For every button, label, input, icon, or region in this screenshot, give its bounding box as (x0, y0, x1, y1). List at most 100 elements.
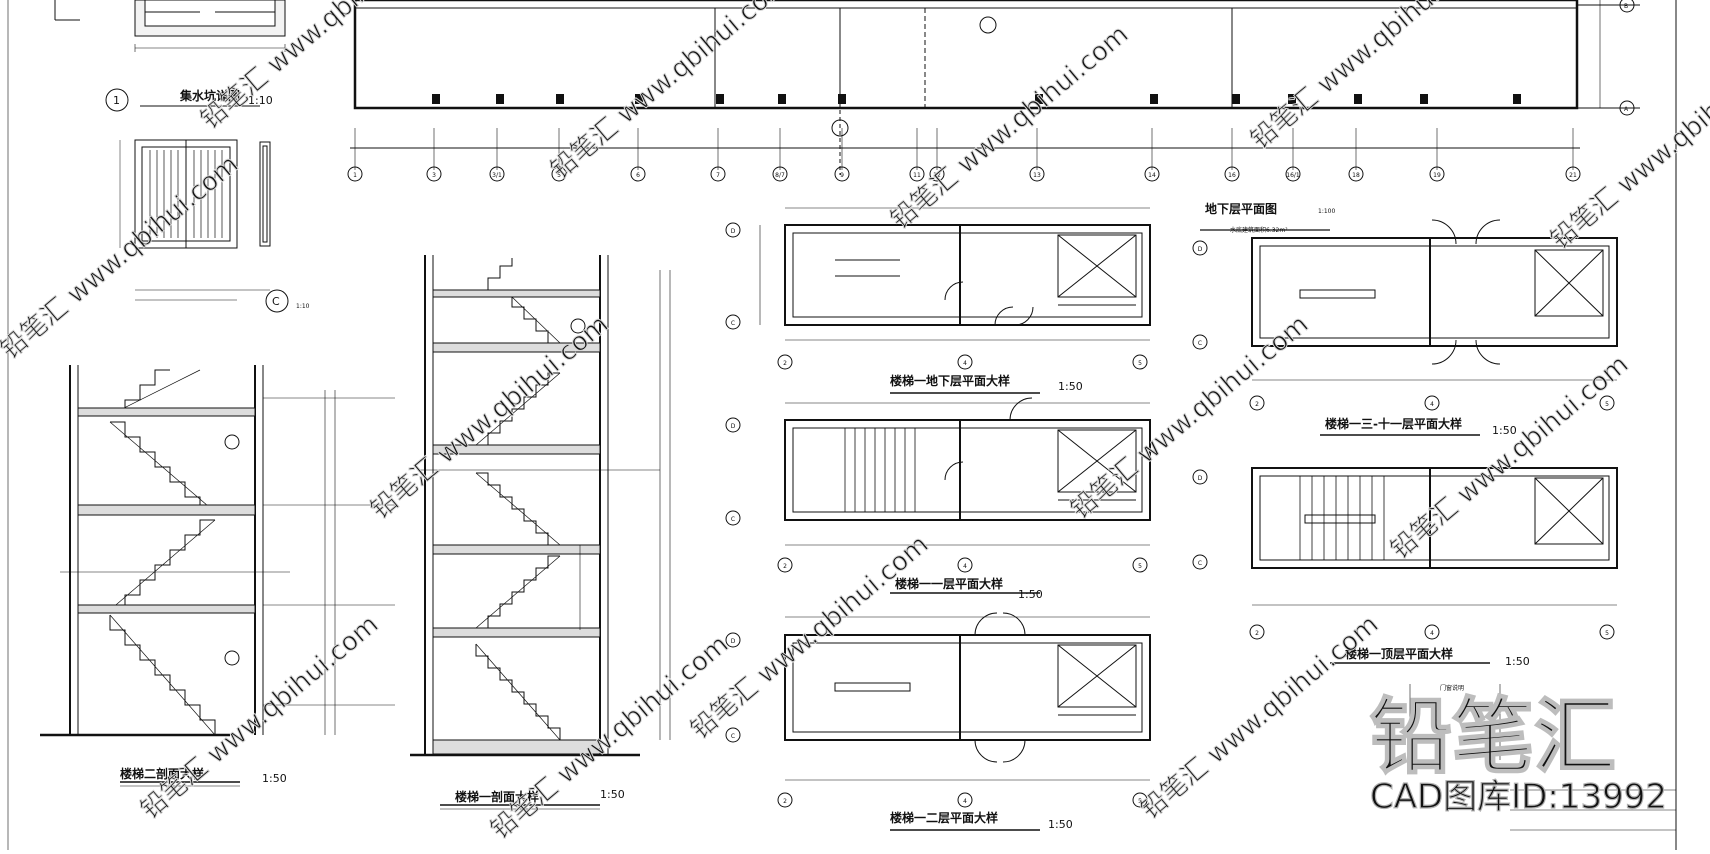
axis-label: 6 (636, 172, 640, 179)
watermark-tile: 铅笔汇 www.qbihui.com (1385, 349, 1634, 565)
plan-b1-scale: 1:100 (1318, 208, 1335, 215)
axis-dimension-row (350, 128, 1580, 170)
plan-axis-label: 4 (963, 360, 967, 367)
axis-bubble (489, 166, 505, 182)
plan-b1-title: 地下层平面图 (1205, 201, 1277, 216)
stair1-section (410, 255, 671, 810)
axis-label: 18 (1352, 172, 1360, 179)
sump-detail-title: 集水坑详图 (179, 88, 240, 103)
watermark-tile: 铅笔汇 www.qbihui.com (1135, 609, 1384, 825)
corridor-plan (353, 0, 1640, 175)
plan-floor2-title: 楼梯一二层平面大样 (890, 810, 998, 825)
watermark-tile: 铅笔汇 www.qbihui.com (545, 0, 794, 185)
axis-label: 7 (716, 172, 720, 179)
plan-row-label: C (1198, 560, 1202, 567)
top-left-fragment (54, 0, 286, 112)
plan-row-label: D (1198, 246, 1203, 253)
plan-floor2 (725, 612, 1151, 831)
axis-bubble (426, 166, 442, 182)
plan-axis-label: 2 (783, 360, 787, 367)
plan-axis-label: 4 (1430, 401, 1434, 408)
axis-bubble (1565, 166, 1581, 182)
plan-basement (725, 207, 1151, 394)
plan-axis-label: 5 (1138, 563, 1142, 570)
plan-axis-label: 2 (783, 563, 787, 570)
stair2-section (40, 365, 395, 787)
axis-bubble (929, 166, 945, 182)
axis-label: 16/1 (1286, 172, 1300, 179)
watermark-tile: 铅笔汇 www.qbihui.com (0, 149, 244, 365)
axis-bubble (1029, 166, 1045, 182)
axis-label: 21 (1569, 172, 1577, 179)
row-label-b: B (1624, 3, 1628, 10)
axis-label: 16 (1228, 172, 1236, 179)
watermark-tile: 铅笔汇 www.qbihui.com (135, 609, 384, 825)
axis-label: 5 (557, 172, 561, 179)
plan-floor1 (725, 397, 1151, 594)
plan-row-label: D (731, 423, 736, 430)
axis-label: 13 (1033, 172, 1041, 179)
axis-bubble (710, 166, 726, 182)
plan-floor2-scale: 1:50 (1048, 818, 1073, 831)
axis-bubble (1285, 166, 1301, 182)
axis-label: 3/1 (492, 172, 502, 179)
watermark-id: CAD图库ID:13992 (1370, 777, 1667, 817)
plan-floor1-title: 楼梯一一层平面大样 (895, 576, 1003, 591)
watermark-tile: 铅笔汇 www.qbihui.com (365, 309, 614, 525)
plan-roof-scale: 1:50 (1505, 655, 1530, 668)
axis-label: 11 (913, 172, 921, 179)
plan-3to11-scale: 1:50 (1492, 424, 1517, 437)
sump-grate-plan (119, 139, 289, 313)
plan-row-label: C (731, 733, 735, 740)
watermark-tile: 铅笔汇 www.qbihui.com (1065, 309, 1314, 525)
watermark-tile: 铅笔汇 www.qbihui.com (685, 529, 934, 745)
watermark-tile: 铅笔汇 www.qbihui.com (1245, 0, 1494, 155)
axis-label: 19 (1433, 172, 1441, 179)
axis-bubble (1348, 166, 1364, 182)
plan-roof-title: 楼梯一顶层平面大样 (1345, 646, 1453, 661)
axis-label: 3 (432, 172, 436, 179)
plan-axis-label: 2 (783, 798, 787, 805)
stair1-section-title: 楼梯一剖面大样 (455, 789, 539, 804)
legend-title: 门窗说明 (1440, 684, 1464, 692)
sump-section-number: 1 (113, 94, 120, 107)
plan-floor1-scale: 1:50 (1018, 588, 1043, 601)
stair2-section-title: 楼梯二剖面大样 (120, 766, 204, 781)
plan-axis-label: 5 (1138, 798, 1142, 805)
plan-axis-label: 4 (963, 798, 967, 805)
plan-axis-label: 5 (1138, 360, 1142, 367)
plan-axis-label: 4 (963, 563, 967, 570)
plan-axis-label: 5 (1605, 630, 1609, 637)
axis-bubble (1224, 166, 1240, 182)
plan-basement-scale: 1:50 (1058, 380, 1083, 393)
plan-axis-label: 2 (1255, 401, 1259, 408)
plan-axis-label: 2 (1255, 630, 1259, 637)
axis-bubble (1144, 166, 1160, 182)
plan-3to11-title: 楼梯一三-十一层平面大样 (1325, 416, 1462, 431)
axis-bubble (1429, 166, 1445, 182)
axis-bubble (347, 166, 363, 182)
stair1-section-scale: 1:50 (600, 788, 625, 801)
axis-label: 9 (840, 172, 844, 179)
plan-row-label: C (731, 320, 735, 327)
row-label-a: A (1624, 106, 1629, 113)
plan-row-label: D (731, 228, 736, 235)
title-block (1409, 684, 1676, 831)
plan-basement-title: 楼梯一地下层平面大样 (890, 373, 1010, 388)
plan-roof (1192, 467, 1618, 664)
plan-b1 (1192, 219, 1618, 436)
sump-detail-scale: 1:10 (248, 94, 273, 107)
axis-bubble (834, 166, 850, 182)
detail-c-tag: C (272, 295, 280, 308)
axis-bubble (772, 166, 788, 182)
watermark-brand-large: 铅笔汇 (1370, 690, 1616, 785)
plan-row-label: D (731, 638, 736, 645)
axis-bubble (630, 166, 646, 182)
watermark-tile: 铅笔汇 www.qbihui.com (885, 19, 1134, 235)
plan-axis-label: 4 (1430, 630, 1434, 637)
plan-row-label: C (1198, 340, 1202, 347)
